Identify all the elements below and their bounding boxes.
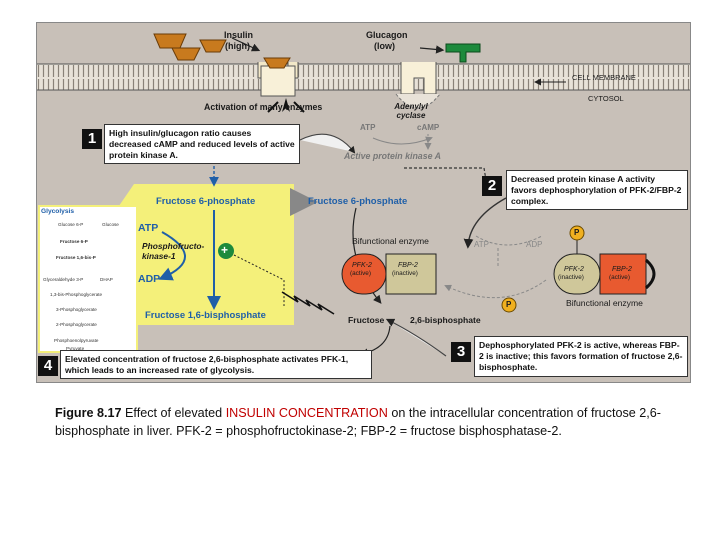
- glycolysis-item: 1,3-bis-Phosphoglycerate: [50, 292, 103, 297]
- pathway-figure: Insulin (high) Glucagon (low) CELL MEMBR…: [36, 22, 691, 383]
- cell-membrane-label: CELL MEMBRANE: [572, 73, 636, 82]
- f6p-right-label: Fructose 6-phosphate: [308, 196, 408, 207]
- fbp2-inactive-state: (inactive): [392, 270, 418, 277]
- pfk2-inactive-state: (inactive): [558, 274, 584, 281]
- step-2-number: 2: [482, 176, 502, 196]
- camp-label: cAMP: [417, 123, 440, 132]
- step-2-box: Decreased protein kinase A activity favo…: [506, 170, 688, 210]
- f16bp-label: Fructose 1,6-bisphosphate: [145, 310, 266, 321]
- glycolysis-item: Glucose: [102, 222, 119, 227]
- glycolysis-item: Fructose 6-P: [60, 239, 88, 244]
- cytosol-label: CYTOSOL: [588, 94, 624, 103]
- plus-icon: +: [221, 243, 229, 257]
- phosphate-icon: P: [574, 228, 580, 237]
- glycolysis-item: DHAP: [100, 277, 113, 282]
- insulin-label: Insulin: [224, 30, 253, 40]
- glycolysis-title: Glycolysis: [41, 208, 74, 215]
- pka-label: Active protein kinase A: [344, 151, 441, 161]
- bifunctional-label-right: Bifunctional enzyme: [566, 298, 643, 308]
- step-1-box: High insulin/glucagon ratio causes decre…: [104, 124, 300, 164]
- step-1-number: 1: [82, 129, 102, 149]
- pfk2-active-state: (active): [350, 270, 371, 277]
- f26bp-label-right: 2,6-bisphosphate: [410, 315, 481, 325]
- glucagon-level: (low): [374, 41, 395, 51]
- atp-label: ATP: [360, 123, 376, 132]
- insulin-level: (high): [225, 41, 250, 51]
- enzymes-label: Activation of many enzymes: [204, 102, 323, 112]
- glycolysis-item: 3-Phosphoglycerate: [56, 307, 97, 312]
- glycolysis-item: Pyruvate: [66, 346, 85, 351]
- step-4-box: Elevated concentration of fructose 2,6-b…: [60, 350, 372, 379]
- pfk2-inactive-label: PFK-2: [564, 266, 584, 273]
- glycolysis-item: Fructose 1,6-bis-P: [56, 255, 96, 260]
- caption-label: Figure 8.17: [55, 406, 122, 420]
- pfk1-label: Phosphofructo-kinase-1: [142, 241, 205, 261]
- glycolysis-item: Glucose 6-P: [58, 222, 84, 227]
- membrane-graphic: [36, 22, 691, 383]
- fbp2-active-label: FBP-2: [612, 266, 632, 273]
- glycolysis-item: Glyceraldehyde 3-P: [43, 277, 84, 282]
- caption-post: on the intracellular concentration of fr…: [55, 406, 661, 438]
- fbp2-inactive-label: FBP-2: [398, 262, 418, 269]
- adp-main-label: ADP: [138, 273, 161, 285]
- step-3-number: 3: [451, 342, 471, 362]
- caption-highlight: INSULIN CONCENTRATION: [225, 406, 388, 420]
- atp-main-label: ATP: [138, 222, 159, 234]
- pfk2-active-label: PFK-2: [352, 262, 372, 269]
- atp-mid-label: ATP: [474, 240, 489, 249]
- f26bp-label-left: Fructose: [348, 315, 385, 325]
- glycolysis-item: Phosphoenolpyruvate: [54, 338, 99, 343]
- f6p-main-label: Fructose 6-phosphate: [156, 196, 256, 207]
- caption-pre: Effect of elevated: [121, 406, 226, 420]
- step-4-number: 4: [38, 356, 58, 376]
- adp-mid-label: ADP: [526, 240, 543, 249]
- fbp2-active-state: (active): [609, 274, 630, 281]
- bifunctional-label-left: Bifunctional enzyme: [352, 236, 429, 246]
- step-3-box: Dephosphorylated PFK-2 is active, wherea…: [474, 336, 688, 377]
- figure-caption: Figure 8.17 Effect of elevated INSULIN C…: [55, 404, 661, 440]
- glycolysis-item: 2-Phosphoglycerate: [56, 322, 97, 327]
- adenylyl-cyclase-label: Adenylyl cyclase: [394, 102, 428, 120]
- phosphate-released-icon: P: [506, 300, 512, 309]
- glucagon-label: Glucagon: [366, 30, 408, 40]
